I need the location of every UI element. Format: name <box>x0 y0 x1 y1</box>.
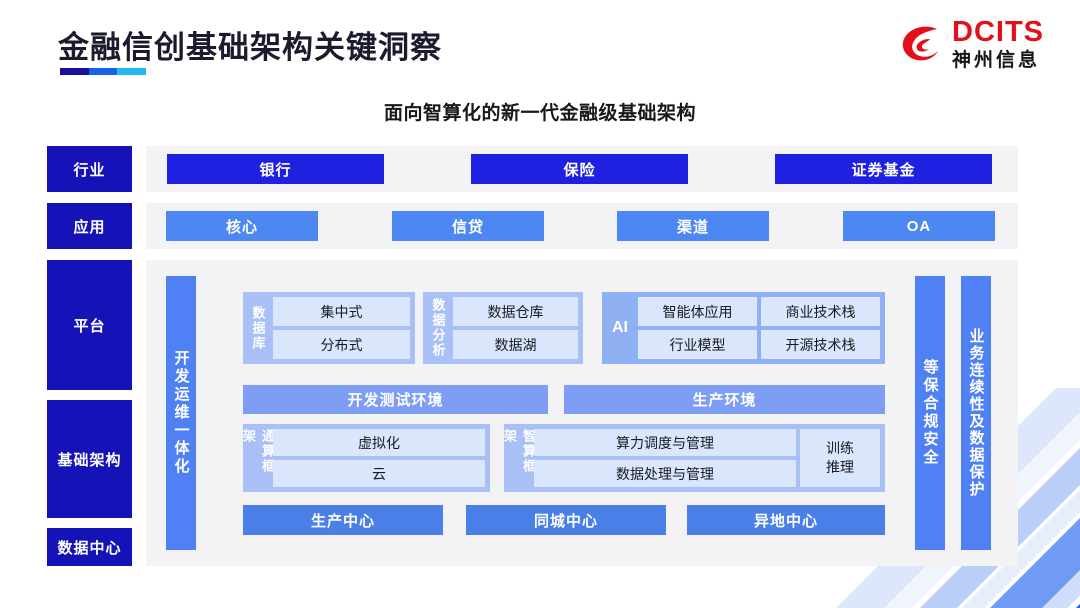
cell-cloud[interactable]: 云 <box>273 460 485 487</box>
application-chip-core[interactable]: 核心 <box>166 211 318 241</box>
application-chip-credit[interactable]: 信贷 <box>392 211 544 241</box>
group-general-compute: 通算框架 虚拟化 云 <box>241 424 490 492</box>
application-chip-oa[interactable]: OA <box>843 211 995 241</box>
cell-data-lake[interactable]: 数据湖 <box>453 330 578 359</box>
industry-chip-securities-fund[interactable]: 证券基金 <box>775 154 992 184</box>
group-database-label: 数据库 <box>250 305 266 351</box>
group-ai: AI 智能体应用 商业技术栈 行业模型 开源技术栈 <box>602 292 885 364</box>
rail-label-platform: 平台 <box>47 260 132 390</box>
group-general-compute-label: 通算框架 <box>241 429 275 474</box>
logo-text-cn: 神州信息 <box>952 50 1041 71</box>
vertical-rail-devops: 开发运维一体化 <box>166 276 196 550</box>
brand-logo: DCITS 神州信息 <box>897 18 1044 70</box>
cell-distributed[interactable]: 分布式 <box>273 330 410 359</box>
cell-virtualization[interactable]: 虚拟化 <box>273 429 485 456</box>
cell-agent-application[interactable]: 智能体应用 <box>638 297 757 326</box>
cell-compute-scheduling[interactable]: 算力调度与管理 <box>534 429 796 456</box>
cell-centralized[interactable]: 集中式 <box>273 297 410 326</box>
application-chip-channel[interactable]: 渠道 <box>617 211 769 241</box>
logo-text-en: DCITS <box>952 16 1044 48</box>
industry-chip-bank[interactable]: 银行 <box>167 154 384 184</box>
page-title: 金融信创基础架构关键洞察 <box>58 30 442 65</box>
cell-data-processing[interactable]: 数据处理与管理 <box>534 460 796 487</box>
env-bar-production[interactable]: 生产环境 <box>564 385 885 414</box>
group-database: 数据库 集中式 分布式 <box>243 292 415 364</box>
cell-opensource-stack[interactable]: 开源技术栈 <box>761 330 880 359</box>
rail-label-application: 应用 <box>47 203 132 249</box>
cell-data-warehouse[interactable]: 数据仓库 <box>453 297 578 326</box>
rail-label-datacenter: 数据中心 <box>47 528 132 566</box>
page-subtitle: 面向智算化的新一代金融级基础架构 <box>383 103 696 124</box>
inference-label: 推理 <box>826 459 854 475</box>
rail-label-infrastructure: 基础架构 <box>47 400 132 518</box>
dc-bar-remote-center[interactable]: 异地中心 <box>687 505 885 535</box>
group-data-analysis: 数据分析 数据仓库 数据湖 <box>423 292 583 364</box>
vertical-rail-compliance: 等保合规安全 <box>915 276 945 550</box>
cell-commercial-stack[interactable]: 商业技术栈 <box>761 297 880 326</box>
group-smart-compute: 智算框架 算力调度与管理 数据处理与管理 训练 推理 <box>502 424 885 492</box>
env-bar-dev-test[interactable]: 开发测试环境 <box>243 385 548 414</box>
vertical-rail-continuity: 业务连续性及数据保护 <box>961 276 991 550</box>
dc-bar-production-center[interactable]: 生产中心 <box>243 505 443 535</box>
group-data-analysis-label: 数据分析 <box>430 298 446 358</box>
cell-industry-model[interactable]: 行业模型 <box>638 330 757 359</box>
train-label: 训练 <box>826 440 854 457</box>
group-smart-compute-label: 智算框架 <box>502 429 536 474</box>
group-ai-label: AI <box>612 319 628 336</box>
rail-label-industry: 行业 <box>47 146 132 192</box>
title-underline-rule <box>60 68 147 75</box>
dc-bar-same-city-center[interactable]: 同城中心 <box>466 505 666 535</box>
dcits-swirl-icon <box>897 20 945 68</box>
industry-chip-insurance[interactable]: 保险 <box>471 154 688 184</box>
cell-train-inference[interactable]: 训练 推理 <box>800 429 880 487</box>
